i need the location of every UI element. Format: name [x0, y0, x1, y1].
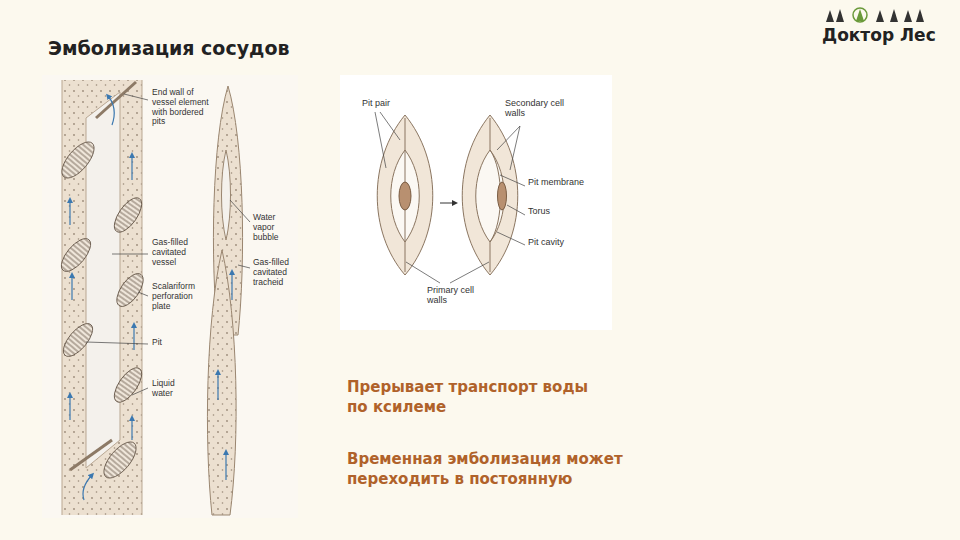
figure-label: Liquid water: [152, 379, 192, 399]
figure-label: End wall of vessel element with bordered…: [152, 88, 212, 127]
leader-line: [375, 112, 386, 168]
leader-lines: [86, 94, 250, 395]
figure-label: Pit: [152, 338, 192, 348]
leader-line: [406, 262, 440, 283]
tree-icon: [836, 9, 844, 22]
flow-arrow: [131, 418, 132, 440]
flow-arrow: [83, 475, 92, 500]
pit-pair-before: [377, 115, 433, 275]
perforation-plate: [112, 269, 149, 310]
leader-line: [230, 200, 250, 222]
note-text: Временная эмболизация может переходить в…: [347, 450, 657, 489]
tree-icon: [916, 9, 924, 22]
slide-title: Эмболизация сосудов: [48, 38, 289, 60]
tree-icon: [876, 10, 884, 22]
tree-icon: [856, 9, 864, 21]
flow-arrow: [69, 200, 70, 225]
perforation-plate: [56, 234, 96, 276]
pit-pair-after: [462, 115, 518, 275]
end-wall: [96, 82, 136, 118]
flow-arrow: [131, 155, 132, 180]
flow-arrow: [71, 275, 72, 300]
flow-arrow: [231, 272, 232, 300]
leader-line: [138, 292, 148, 296]
leader-line: [497, 126, 520, 150]
cell-wall: [462, 115, 518, 275]
figure-label: Pit membrane: [528, 177, 608, 187]
flow-arrow: [225, 452, 226, 480]
perforation-plate: [109, 193, 147, 236]
figure-label: Pit cavity: [528, 237, 598, 247]
figure-label: Secondary cell walls: [505, 98, 575, 119]
water-flow-arrows: [218, 272, 232, 480]
figure-label: Pit pair: [362, 98, 422, 108]
water-vapor-bubble: [222, 150, 231, 240]
perforation-plate: [56, 137, 100, 184]
leader-line: [112, 254, 148, 255]
figure-label: Torus: [528, 206, 588, 216]
leader-line: [238, 265, 250, 268]
torus: [498, 182, 507, 210]
torus: [399, 182, 411, 210]
flow-arrow: [108, 96, 114, 125]
pit-membrane: [490, 242, 491, 272]
tree-icon: [904, 10, 912, 22]
leader-line: [510, 126, 520, 170]
leader-lines: [375, 112, 525, 283]
flow-arrow: [133, 325, 134, 350]
leader-line: [507, 205, 525, 215]
leader-line: [500, 175, 525, 186]
perforation-plate: [58, 319, 98, 361]
figure-label: Water vapor bubble: [253, 213, 297, 242]
scalariform-plates: [56, 137, 148, 484]
leader-line: [497, 232, 525, 245]
figure-label: Gas-filled cavitated tracheid: [253, 258, 297, 287]
logo-text: Доктор Лес: [822, 26, 952, 46]
leader-line: [124, 94, 148, 100]
change-arrow: [440, 203, 455, 204]
figure-panel: [42, 75, 298, 518]
leader-line: [450, 262, 489, 283]
tracheid: [207, 250, 236, 515]
perforation-plate: [109, 363, 147, 406]
figure-label: Scalariform perforation plate: [152, 282, 208, 311]
logo-trees: [826, 8, 924, 22]
note-text: Прерывает транспорт воды по ксилеме: [347, 378, 592, 417]
leader-line: [132, 388, 148, 395]
figure-label: Primary cell walls: [427, 285, 477, 306]
figure-label: Gas-filled cavitated vessel: [152, 238, 208, 267]
flow-arrow: [69, 395, 70, 420]
vessel-edge: [142, 80, 143, 515]
perforation-plate: [98, 437, 142, 484]
flow-arrow: [217, 372, 218, 400]
figure-panel: [340, 75, 612, 330]
tree-icon: [890, 9, 898, 22]
leader-line: [86, 342, 148, 344]
vessel-edge: [62, 80, 63, 515]
tree-icon: [853, 8, 867, 22]
water-flow-arrows: [70, 96, 134, 500]
leader-line: [380, 112, 400, 140]
pit-membrane: [490, 118, 491, 150]
tree-icon: [826, 10, 834, 22]
cell-wall: [377, 115, 433, 275]
